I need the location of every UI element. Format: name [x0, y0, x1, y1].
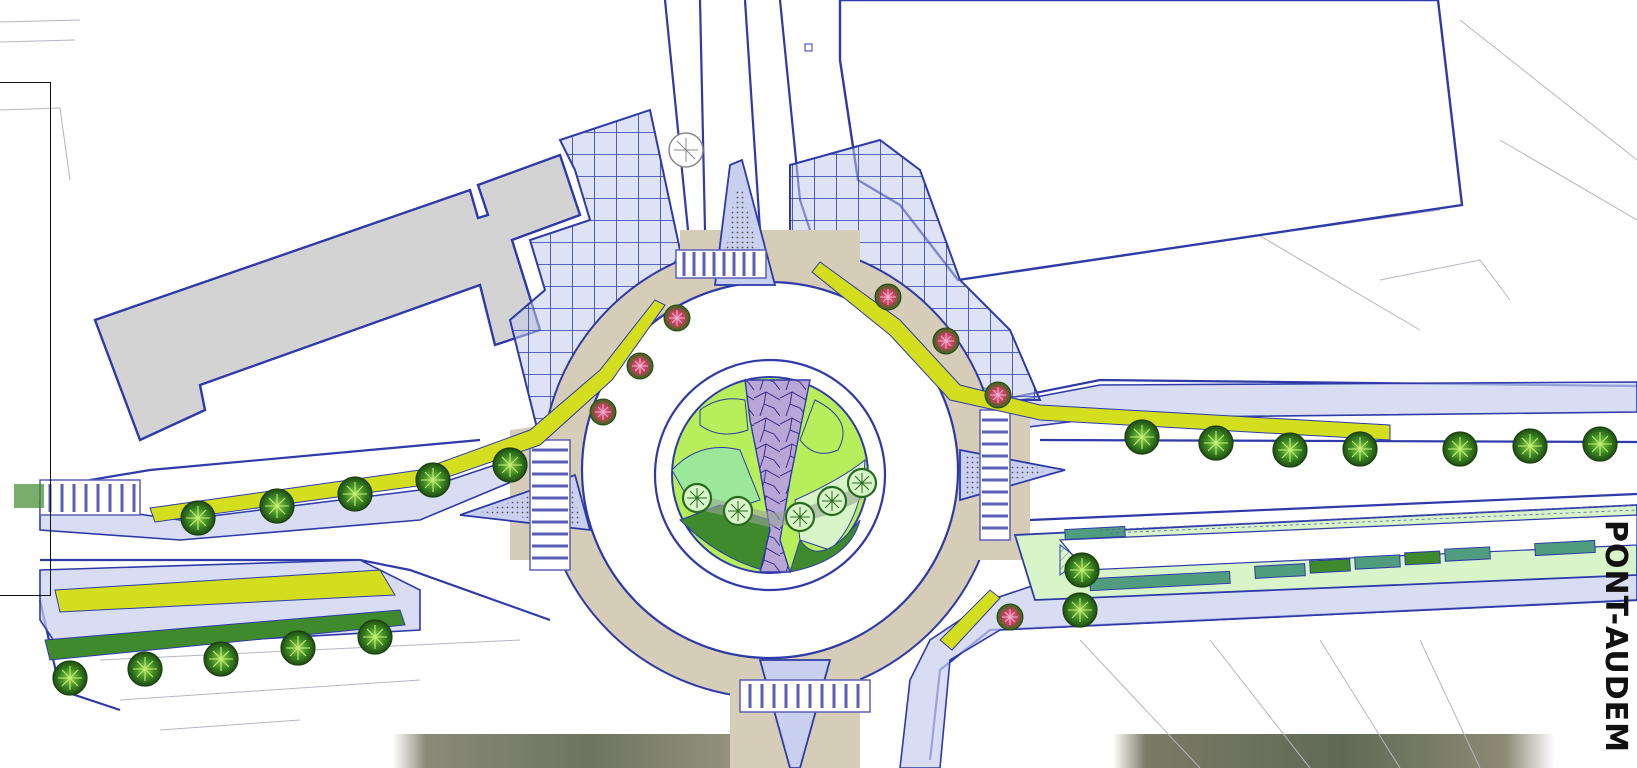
tree-icon [127, 651, 163, 687]
page-title: PONT-AUDEM [1598, 520, 1633, 754]
left-frame [0, 82, 51, 596]
crosswalk-east [979, 409, 1011, 541]
crosswalk-north [675, 249, 767, 279]
edge-verge-fragment [14, 484, 44, 508]
tree-icon [259, 488, 295, 524]
flowering-tree-icon [874, 283, 902, 311]
tree-icon [1342, 431, 1378, 467]
crosswalk-far-west [39, 479, 141, 516]
crosswalk-west [529, 439, 571, 571]
flowering-tree-icon [663, 304, 691, 332]
tree-icon [1062, 592, 1098, 628]
small-marker [804, 43, 813, 52]
tree-icon [1198, 425, 1234, 461]
central-island [653, 358, 887, 592]
tree-icon [1272, 432, 1308, 468]
tree-icon [415, 462, 451, 498]
tree-icon [203, 641, 239, 677]
pole-icon [668, 132, 704, 168]
flowering-tree-icon [932, 327, 960, 355]
tree-icon [52, 660, 88, 696]
tree-icon [337, 476, 373, 512]
crosswalk-south [739, 679, 871, 713]
flowering-tree-icon [996, 603, 1024, 631]
east-planter [1013, 504, 1637, 601]
tree-icon [280, 630, 316, 666]
flowering-tree-icon [589, 398, 617, 426]
tree-icon [1124, 419, 1160, 455]
building-left [93, 153, 582, 442]
tree-icon [1442, 431, 1478, 467]
flowering-tree-icon [984, 381, 1012, 409]
tree-icon [492, 447, 528, 483]
yellow-verges [54, 261, 1391, 651]
tree-icon [1582, 426, 1618, 462]
green-verges [44, 609, 406, 661]
tree-icon [180, 500, 216, 536]
tree-icon [1064, 552, 1100, 588]
flowering-tree-icon [626, 352, 654, 380]
parcel-lines [0, 19, 1637, 768]
tree-icon [357, 619, 393, 655]
tree-icon [1512, 428, 1548, 464]
